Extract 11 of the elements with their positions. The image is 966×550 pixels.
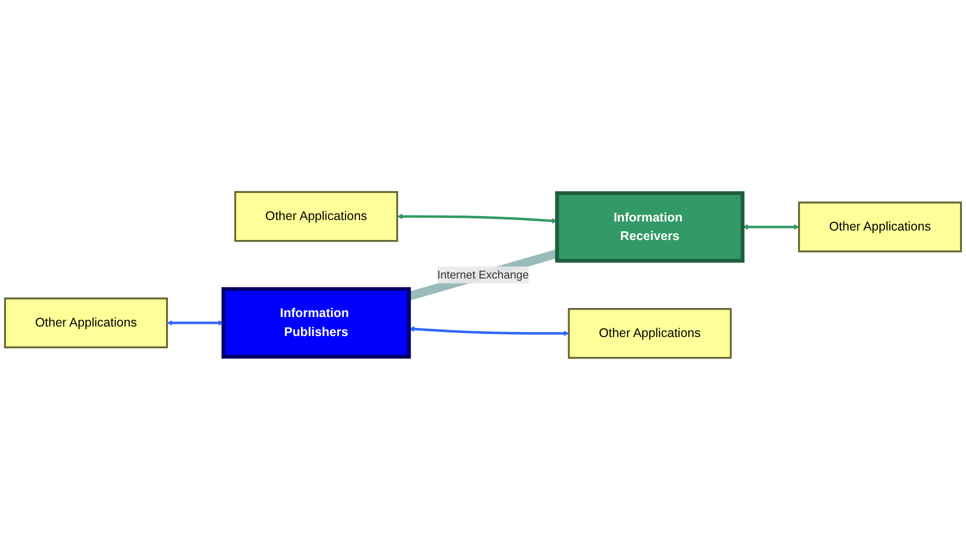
node-box: Information Publishers [222,287,411,359]
node-box: Other Applications [234,191,398,242]
node-box: Other Applications [798,202,962,252]
arrow [397,214,558,224]
node-box: Information Receivers [555,191,744,263]
arrow [166,320,224,326]
edge-label: Internet Exchange [437,268,529,281]
arrow [408,326,570,336]
arrow [742,224,800,230]
node-box: Other Applications [568,308,732,359]
node-box: Other Applications [4,298,168,348]
